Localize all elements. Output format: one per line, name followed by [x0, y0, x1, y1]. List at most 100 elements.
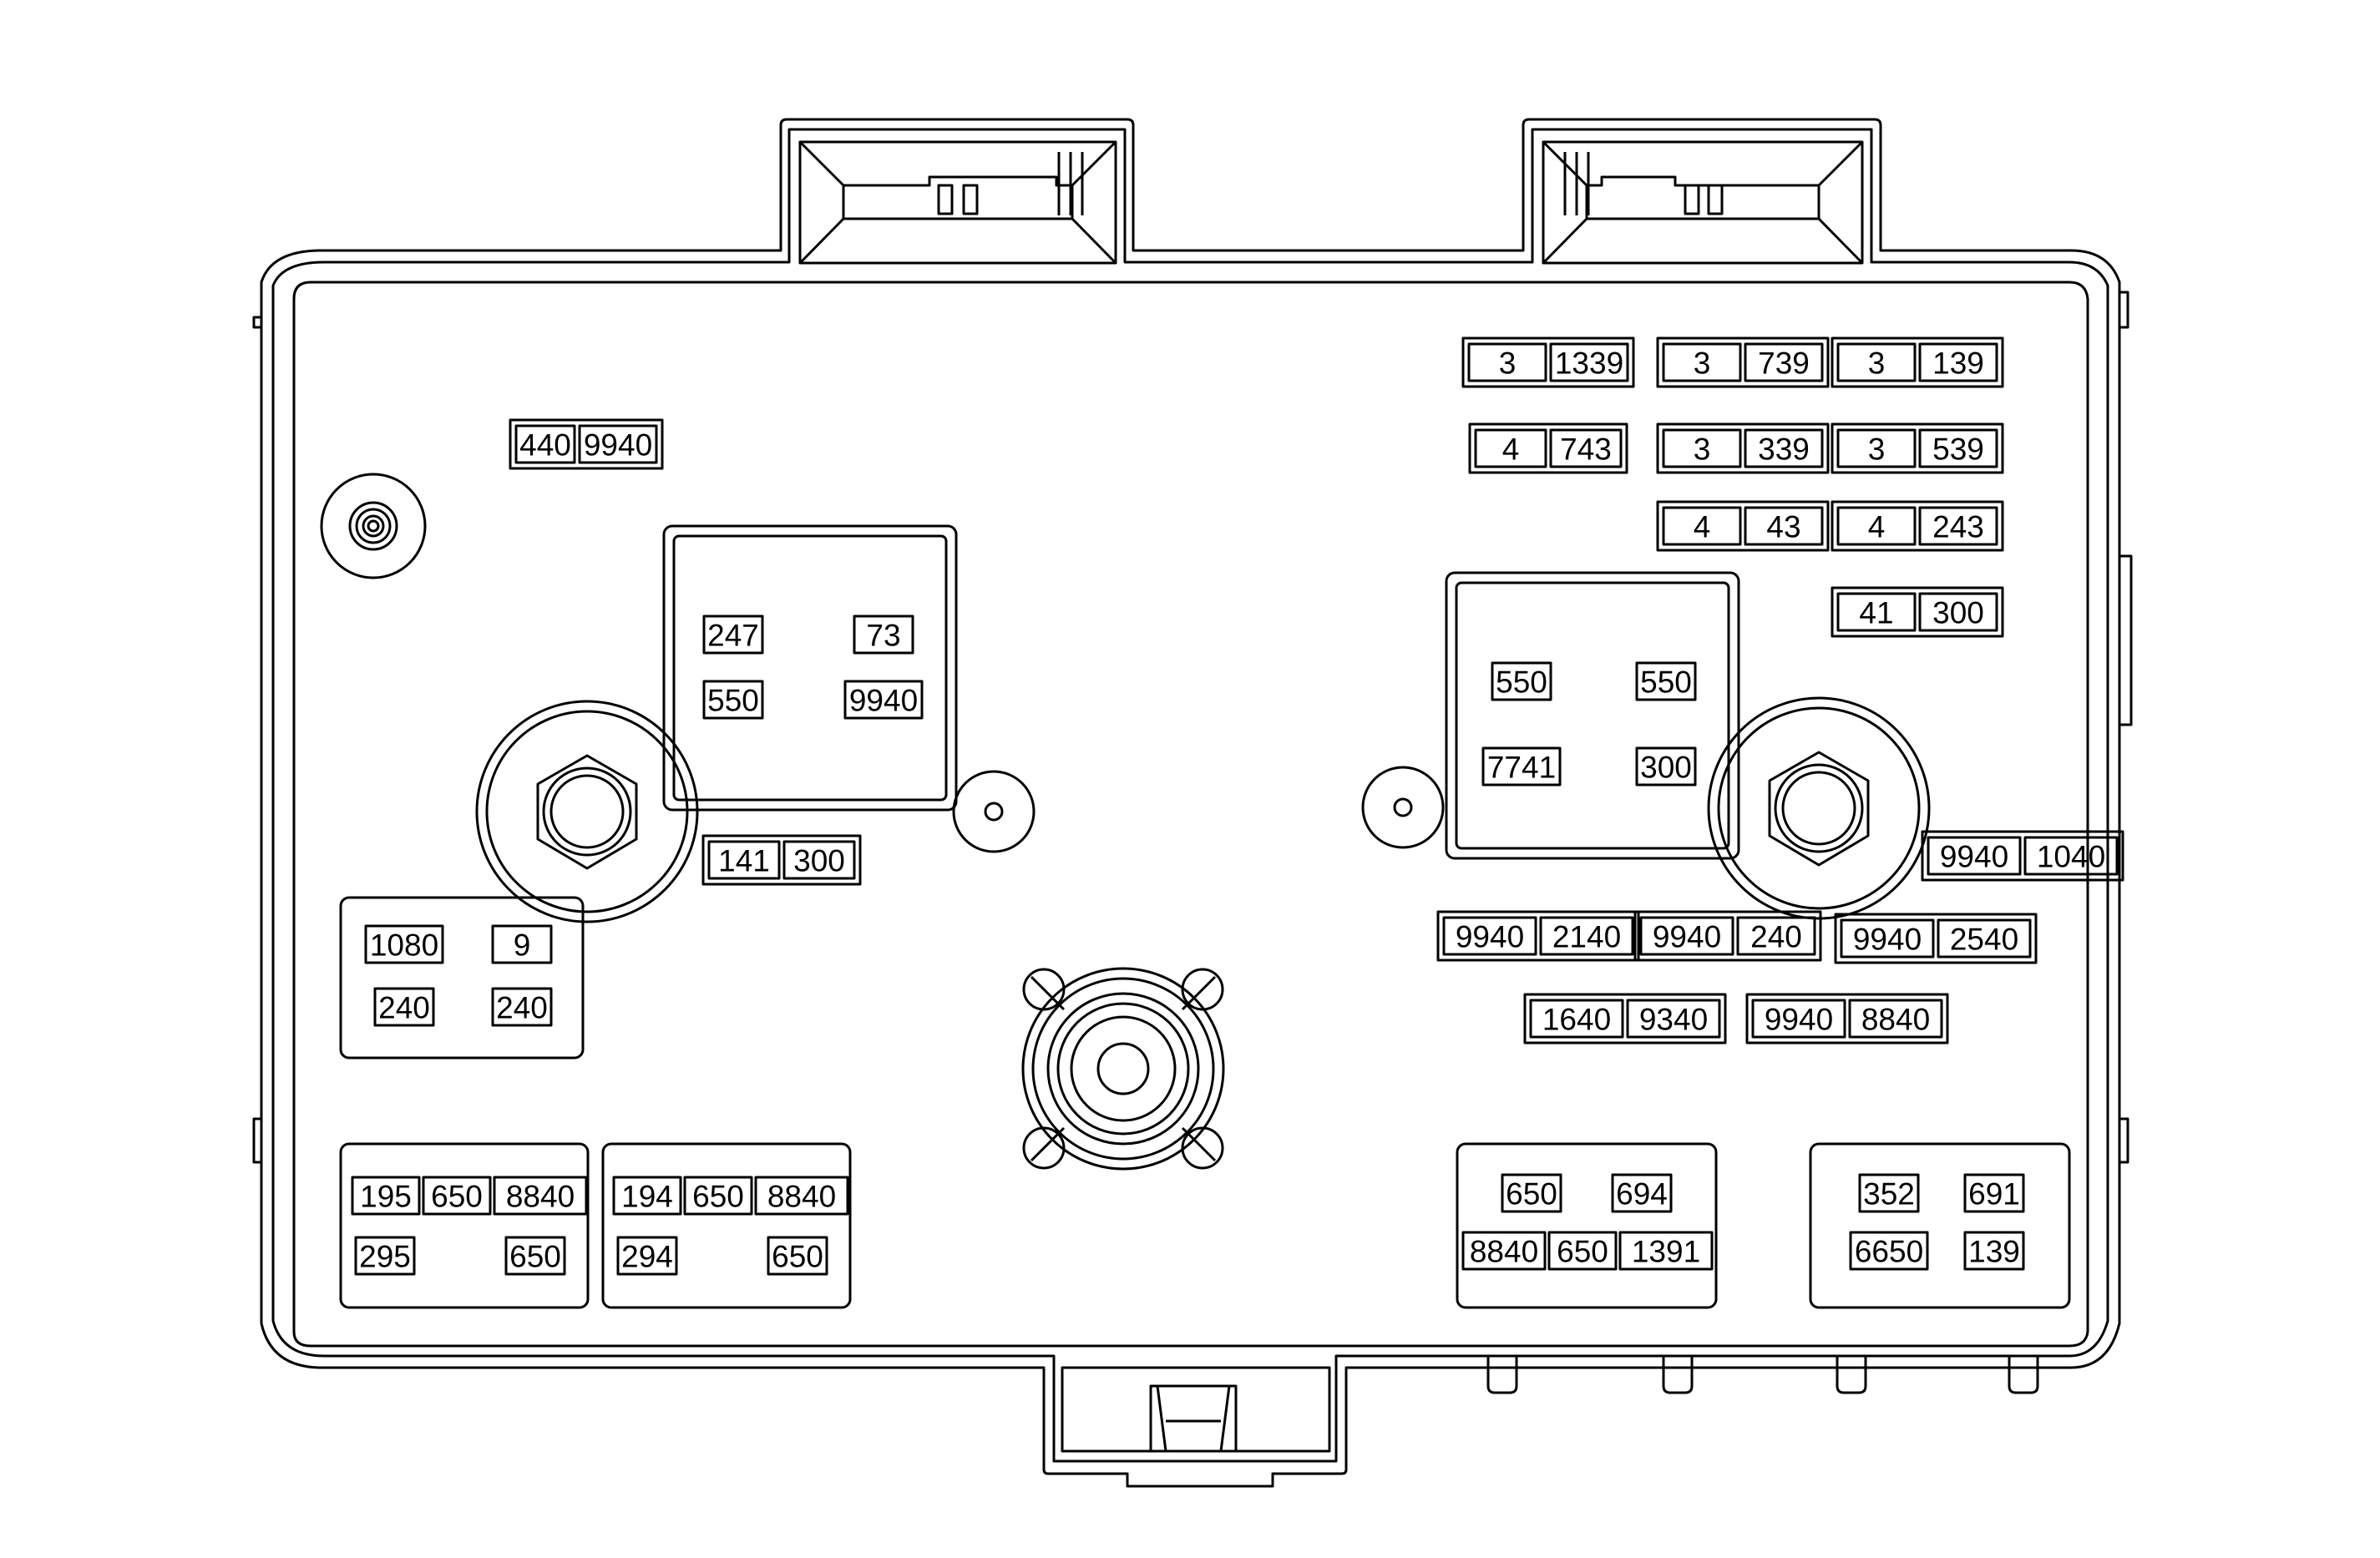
fuse-triple-box-c: [1618, 1231, 1714, 1271]
fuse-pair-frame: [1656, 336, 1830, 388]
fuse-pair-text-a: 3: [1694, 347, 1711, 381]
fuse-pair-text-a: 1640: [1542, 1003, 1611, 1037]
fuse-pair-text-a: 9940: [1853, 923, 1922, 957]
fuse-pair-frame: [1656, 422, 1830, 474]
fuse-label-box: [843, 680, 924, 720]
fuse-triple-text-b: 650: [431, 1180, 483, 1214]
fuse-pair-text-b: 339: [1758, 432, 1810, 467]
fuse-pair-frame: [1831, 336, 2004, 388]
fuse-pair-box-b: [1744, 506, 1824, 546]
fuse-pair-text-b: 743: [1560, 432, 1612, 467]
fuse-pair-text-b: 300: [793, 844, 845, 878]
fuse-pair-text-b: 8840: [1861, 1003, 1930, 1037]
fuse-label-text: 550: [707, 684, 759, 718]
fuse-triple-box-b: [683, 1176, 753, 1216]
fuse-triple-text-c: 8840: [506, 1180, 575, 1214]
fuse-triple-text-b: 650: [1557, 1235, 1608, 1269]
fuse-pair-text-a: 3: [1868, 432, 1886, 467]
fuse-pair-text-b: 739: [1758, 347, 1810, 381]
fuse-label-text: 650: [772, 1240, 823, 1274]
relay-housing-right: [1445, 571, 1740, 860]
fuse-label-box: [354, 1236, 416, 1276]
fuse-label-text: 694: [1616, 1177, 1668, 1211]
fuse-label-rly-r-tl: 550: [1491, 661, 1552, 701]
fuse-label-blk-e-3: 6650: [1849, 1231, 1929, 1271]
bottom-connector: [1061, 1366, 1331, 1453]
fuse-triple-box-b: [1547, 1231, 1618, 1271]
fuse-label-text: 550: [1640, 665, 1692, 700]
fuse-label-blk-c-5: 650: [767, 1236, 828, 1276]
fuse-label-box: [702, 680, 764, 720]
fuse-label-box: [491, 924, 553, 964]
fuse-pair-p-3-339: 3 339: [1656, 422, 1830, 474]
fuse-triple-text-c: 1391: [1632, 1235, 1700, 1269]
fuse-pair-box-b: [1736, 916, 1816, 956]
fuse-pair-text-a: 9940: [1456, 920, 1524, 954]
fuse-label-box: [1858, 1173, 1920, 1213]
fuse-pair-box-b: [1918, 428, 1998, 468]
fuse-pair-frame: [1831, 422, 2004, 474]
fuse-label-box: [1481, 746, 1562, 787]
fuse-pair-text-b: 539: [1932, 432, 1984, 467]
fuse-label-text: 550: [1496, 665, 1547, 700]
fuse-pair-text-a: 3: [1694, 432, 1711, 467]
fuse-pair-text-a: 9940: [1940, 840, 2008, 874]
fuse-label-box: [1849, 1231, 1929, 1271]
fuse-label-blk-a-3: 240: [373, 987, 435, 1027]
grommet-ears: [1022, 968, 1224, 1170]
fuse-pair-frame: [1656, 500, 1830, 552]
fuse-label-text: 294: [621, 1240, 673, 1274]
fuse-label-blk-e-4: 139: [1963, 1231, 2025, 1271]
fuse-label-blk-e-2: 691: [1963, 1173, 2025, 1213]
fuse-label-box: [616, 1236, 678, 1276]
fuse-label-text: 9: [514, 928, 531, 963]
fuse-pair-box-a: [1662, 428, 1742, 468]
fuse-pair-box-b: [1918, 592, 1998, 632]
fuse-pair-box-a: [1467, 342, 1547, 382]
fuse-triple-box-b: [422, 1176, 492, 1216]
fuse-pair-box-a: [1639, 916, 1734, 956]
fuse-pair-box-b: [578, 424, 658, 464]
fuse-pair-text-a: 41: [1859, 596, 1893, 630]
fuse-pair-p-9940-1040: 9940 1040: [1921, 830, 2124, 882]
fuse-triple-box-a: [1461, 1231, 1547, 1271]
stud-right: [1707, 696, 1931, 920]
fuse-label-box: [504, 1236, 566, 1276]
fuse-triple-text-a: 195: [360, 1180, 412, 1214]
fuse-pair-p-9940-2540: 9940 2540: [1834, 913, 2038, 964]
fuse-pair-text-b: 1040: [2037, 840, 2105, 874]
top-connector-left: [798, 140, 1117, 265]
fuse-label-text: 240: [496, 991, 548, 1025]
fuse-label-text: 650: [509, 1240, 561, 1274]
fuse-pair-frame: [1468, 422, 1628, 474]
fuse-pair-text-a: 4: [1502, 432, 1520, 467]
fuse-triple-t-195-650-8840: 195 650 8840: [351, 1176, 588, 1216]
mounting-hole-left: [320, 473, 427, 579]
fuse-label-text: 691: [1968, 1177, 2020, 1211]
center-drain-grommet: [1021, 967, 1225, 1171]
fuse-label-blk-d-2: 694: [1611, 1173, 1673, 1213]
fuse-label-rly-r-bl: 7741: [1481, 746, 1562, 787]
fuse-label-box: [1501, 1173, 1562, 1213]
fuse-label-text: 139: [1968, 1235, 2020, 1269]
fuse-pair-box-b: [1626, 999, 1721, 1039]
fuse-label-blk-d-1: 650: [1501, 1173, 1562, 1213]
fuse-label-text: 6650: [1855, 1235, 1923, 1269]
fuse-label-box: [373, 987, 435, 1027]
fuse-pair-box-a: [1662, 506, 1742, 546]
fuse-label-box: [702, 615, 764, 655]
fuse-pair-frame: [1633, 910, 1822, 962]
fuse-pair-frame: [1921, 830, 2124, 882]
fuse-label-text: 295: [359, 1240, 411, 1274]
block-c-housing: [601, 1142, 852, 1309]
fuse-label-text: 9940: [849, 684, 918, 718]
fuse-pair-text-b: 2540: [1950, 923, 2018, 957]
fuse-label-box: [364, 924, 444, 964]
